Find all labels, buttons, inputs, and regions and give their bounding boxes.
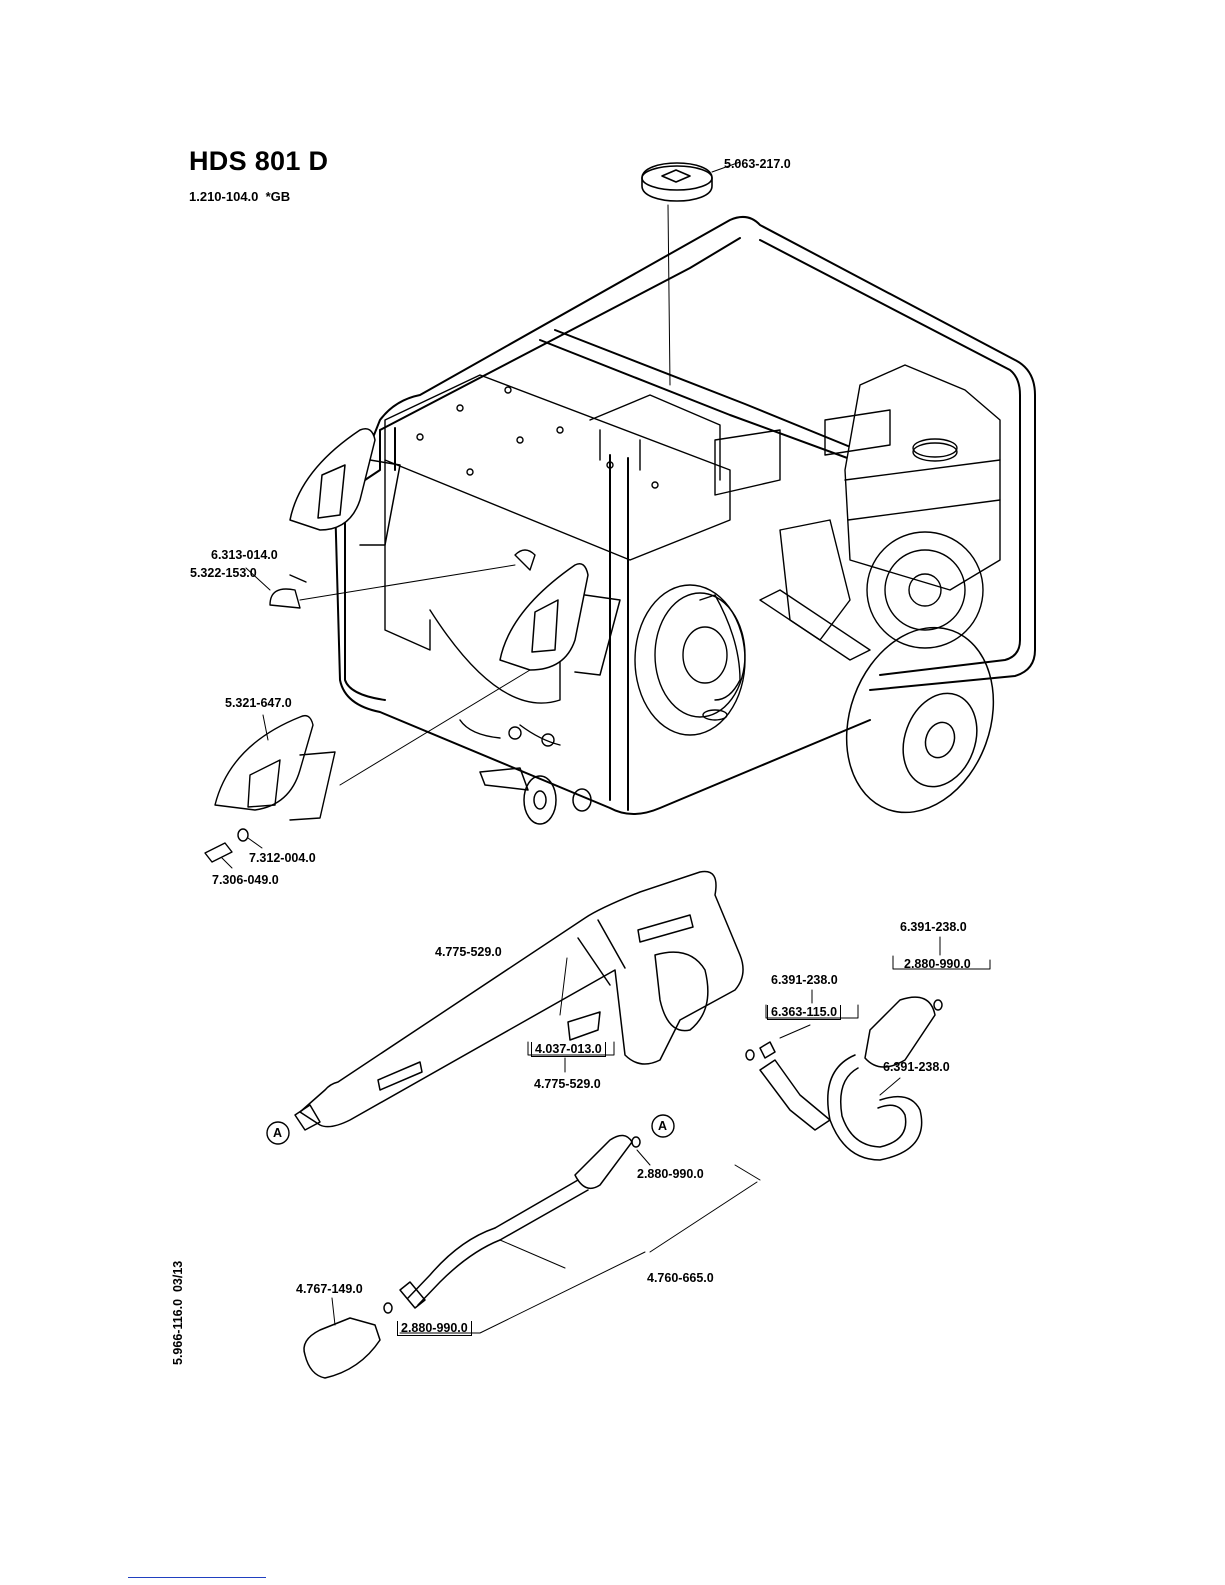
hose-assembly-part [746,997,942,1160]
callout-holder: 5.321-647.0 [225,696,292,710]
page-title: HDS 801 D [189,146,328,177]
callout-gun-top: 4.775-529.0 [435,945,502,959]
nozzle-part [304,1303,392,1378]
callout-oring-top: 2.880-990.0 [904,957,971,971]
page-subtitle: 1.210-104.0 *GB [189,189,290,204]
hose-reel-part [635,585,745,735]
callout-nozzle: 4.767-149.0 [296,1282,363,1296]
callout-tank-cap: 5.063-217.0 [724,157,791,171]
callout-clip: 6.313-014.0 [211,548,278,562]
connector-a-left: A [273,1126,282,1140]
connector-a-right: A [658,1119,667,1133]
callout-gun-repair-kit: 4.037-013.0 [531,1042,606,1057]
callout-cover: 5.322-153.0 [190,566,257,580]
callout-oring-nozzle: 2.880-990.0 [397,1321,472,1336]
spray-gun-part [295,871,743,1130]
tank-cap-part [642,162,740,385]
callout-washer: 7.312-004.0 [249,851,316,865]
callout-lance: 4.760-665.0 [647,1271,714,1285]
callout-screw: 7.306-049.0 [212,873,279,887]
callout-gun-bottom: 4.775-529.0 [534,1077,601,1091]
callout-oring-lance: 2.880-990.0 [637,1167,704,1181]
document-reference: 5.966-116.0 03/13 [171,1261,185,1365]
engine-part [760,365,1000,660]
callout-hose-nipple-mid: 6.391-238.0 [771,973,838,987]
machine-body-part [385,375,780,746]
callout-hose-nipple-right: 6.391-238.0 [883,1060,950,1074]
callout-swivel: 6.363-115.0 [767,1005,841,1020]
callout-hose-nipple-top: 6.391-238.0 [900,920,967,934]
bottom-link-underline[interactable] [128,1577,266,1578]
